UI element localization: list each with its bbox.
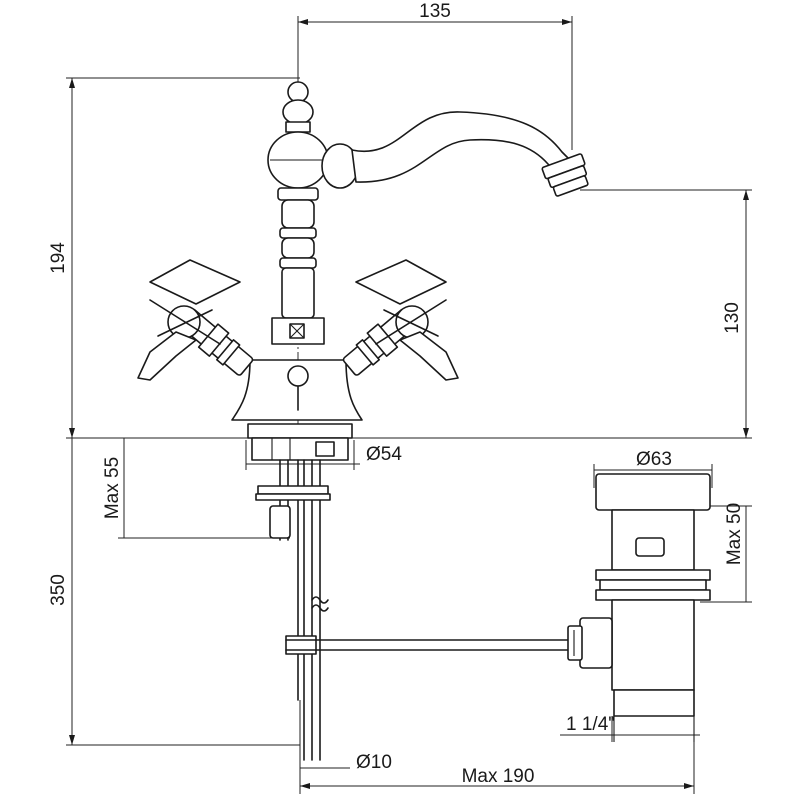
dim-rod-max-length: Max 190 [462,766,535,787]
dim-rod-diameter: Ø10 [356,752,392,773]
left-handle [137,259,254,381]
dim-waste-head-diameter: Ø63 [636,449,672,470]
dim-max-deck-thickness: Max 55 [102,457,123,519]
dim-waste-max: Max 50 [724,503,745,565]
dim-spout-height: 130 [722,302,743,334]
dim-waste-thread: 1 1/4" [566,714,615,735]
dim-total-height: 194 [48,242,69,274]
waste-assembly [567,473,711,742]
faucet-body [231,81,589,439]
dim-base-diameter: Ø54 [366,444,402,465]
right-handle [342,259,459,381]
below-deck-assembly [251,437,581,761]
dim-below-deck-length: 350 [48,574,69,606]
dimension-lines [66,16,752,794]
dim-spout-reach: 135 [419,1,451,22]
